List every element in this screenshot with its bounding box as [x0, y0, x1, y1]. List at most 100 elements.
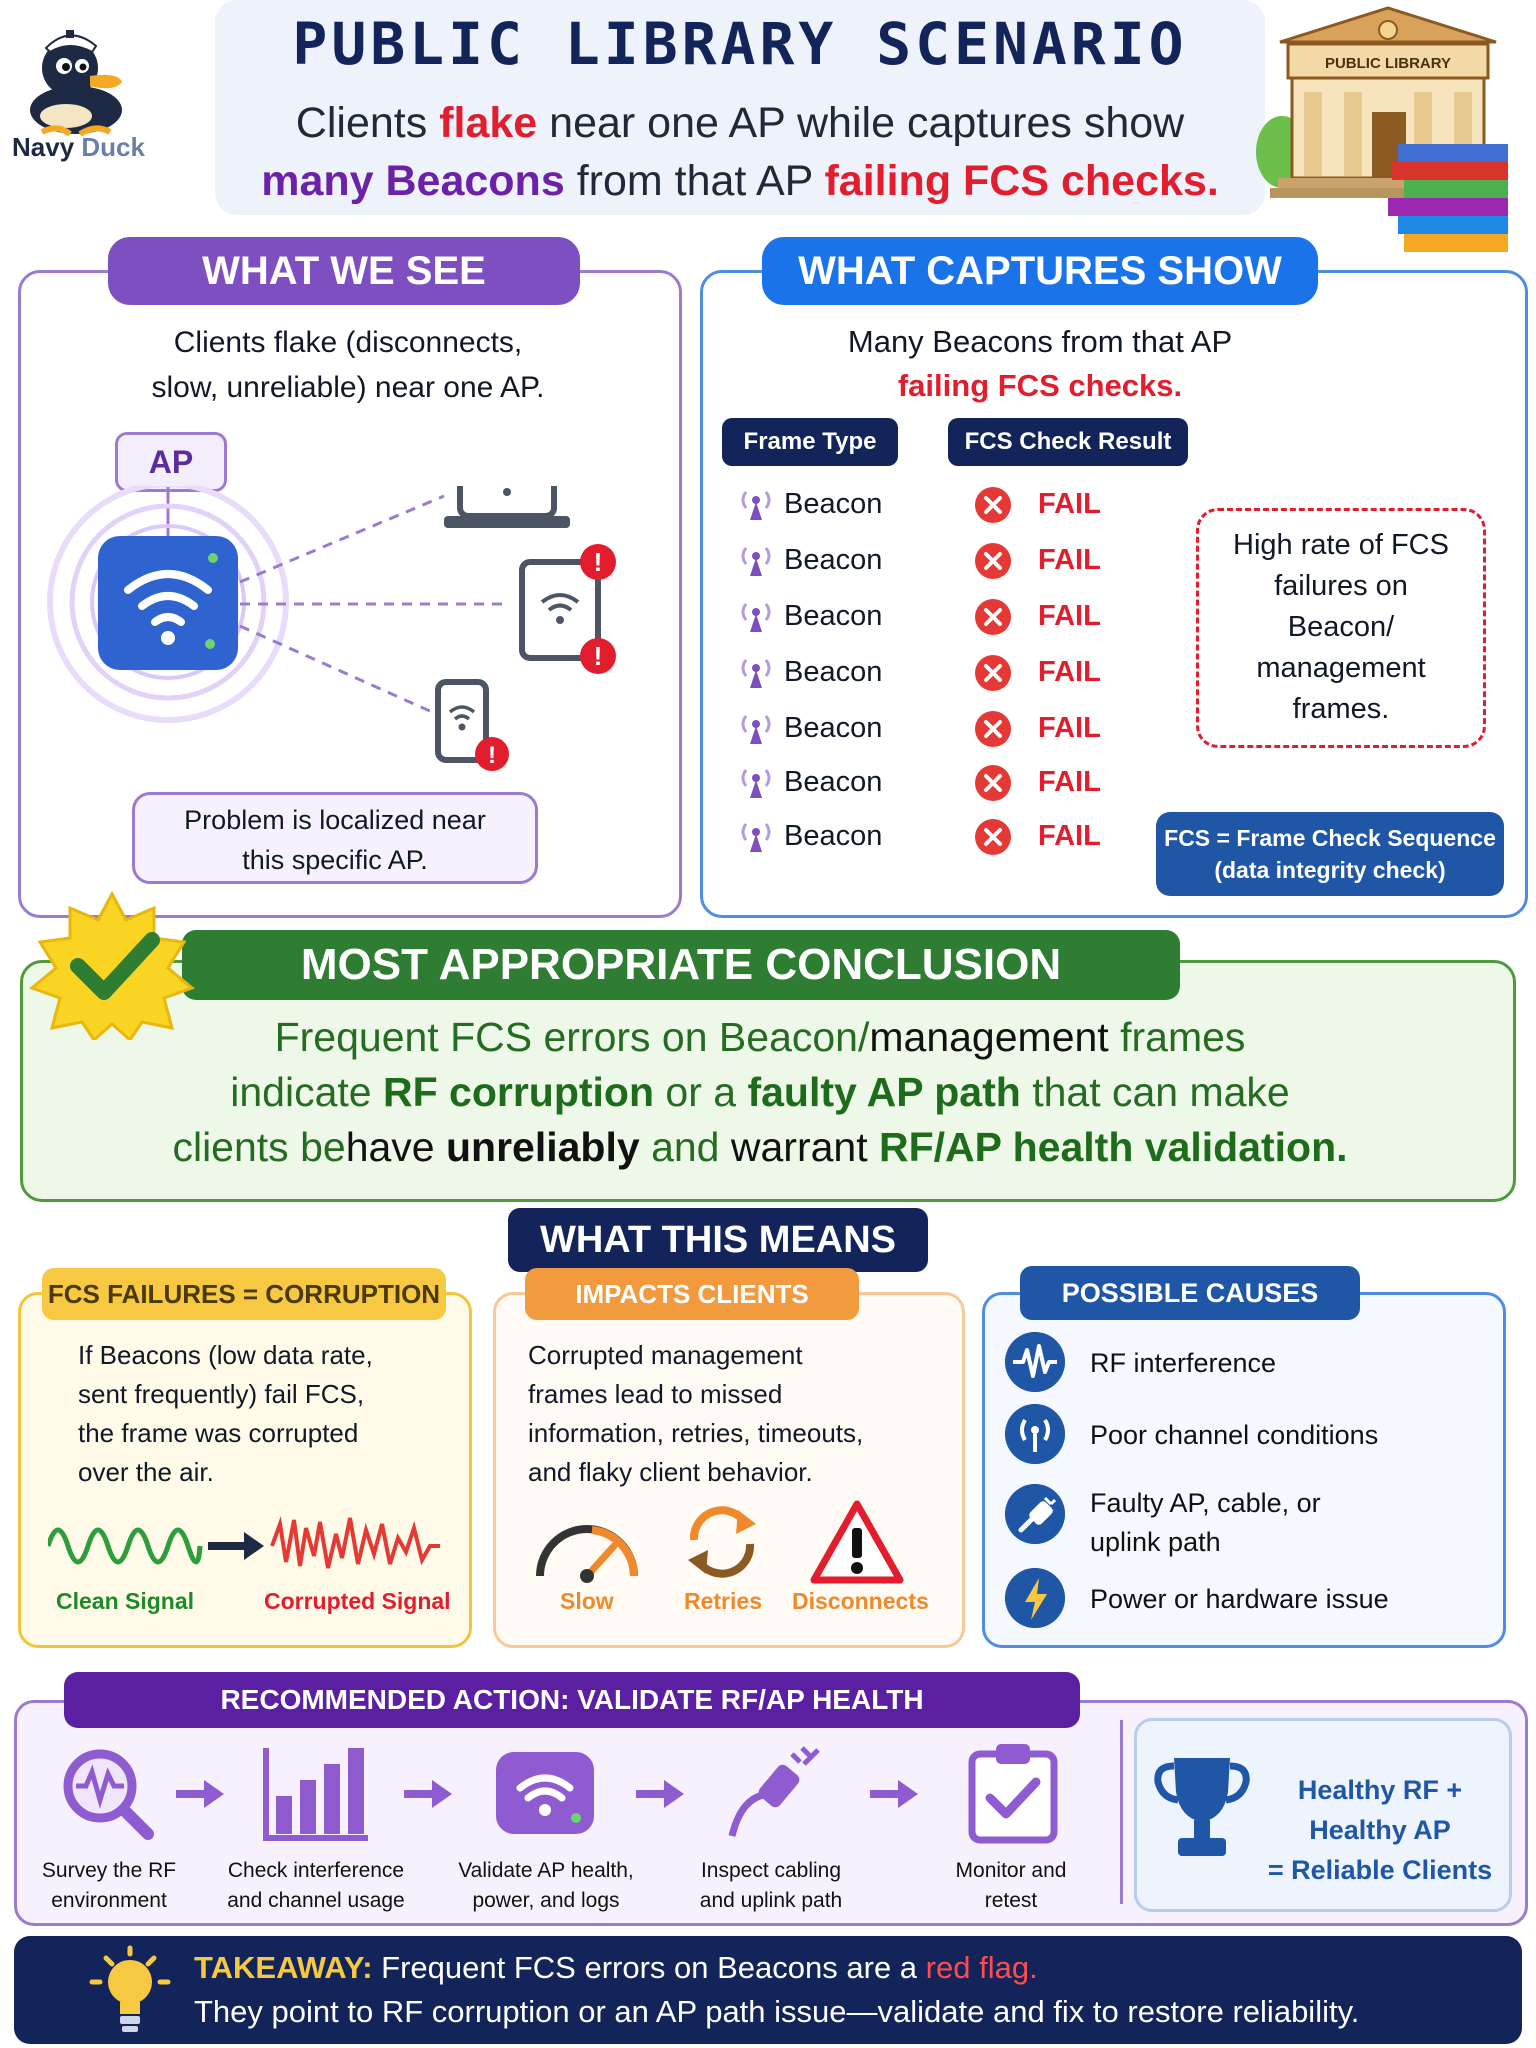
callout-line: frames.	[1292, 693, 1390, 725]
conclusion-text-part: unreliably	[446, 1124, 640, 1170]
table-row: Beacon FAIL	[736, 590, 1166, 642]
library-building-icon: PUBLIC LIBRARY	[1256, 6, 1508, 252]
conclusion-text-part: Frequent FCS errors on Beacon/	[274, 1014, 870, 1060]
tablet-icon	[519, 559, 601, 661]
frame-type: Beacon	[784, 656, 883, 688]
ap-label: AP	[115, 432, 227, 492]
step-line: retest	[984, 1889, 1038, 1912]
x-circle-icon	[975, 711, 1011, 747]
page-title: PUBLIC LIBRARY SCENARIO	[292, 10, 1188, 78]
x-circle-icon	[975, 655, 1011, 691]
step-line: and channel usage	[227, 1889, 405, 1912]
trophy-icon	[1154, 1758, 1250, 1856]
card-text-line: If Beacons (low data rate,	[78, 1340, 373, 1370]
fcs-result: FAIL	[1038, 766, 1101, 798]
conclusion-text-part: frames	[1108, 1014, 1246, 1060]
what-captures-show-panel	[700, 270, 1528, 918]
corrupted-signal-label: Corrupted Signal	[264, 1588, 451, 1614]
brand-navy: Navy	[12, 132, 75, 162]
brand-duck: Duck	[81, 132, 145, 162]
fcs-failures-text: If Beacons (low data rate, sent frequent…	[78, 1336, 448, 1492]
antenna-icon	[741, 659, 771, 688]
step-check-interference: Check interference and channel usage	[214, 1856, 418, 1916]
fcs-failures-tag: FCS FAILURES = CORRUPTION	[42, 1268, 446, 1320]
magnifier-icon	[63, 1749, 154, 1840]
takeaway-key: TAKEAWAY:	[194, 1950, 373, 1985]
takeaway-text: Frequent FCS errors on Beacons are a	[372, 1950, 926, 1985]
signal-comparison-icon	[48, 1516, 440, 1569]
cable-icon	[728, 1746, 820, 1837]
disconnects-label: Disconnects	[792, 1588, 929, 1614]
antenna-icon	[741, 823, 771, 852]
slow-label: Slow	[560, 1588, 614, 1614]
frame-type: Beacon	[784, 544, 883, 576]
warning-triangle-icon	[810, 1500, 904, 1584]
see-desc-line: slow, unreliable) near one AP.	[151, 371, 545, 404]
gauge-icon	[536, 1525, 638, 1583]
step-line: and uplink path	[699, 1889, 843, 1912]
fcs-result: FAIL	[1038, 712, 1101, 744]
what-we-see-description: Clients flake (disconnects, slow, unreli…	[48, 320, 648, 410]
conclusion-text-part: warrant	[730, 1124, 868, 1170]
divider	[1120, 1720, 1123, 1904]
clipboard-check-icon	[968, 1744, 1058, 1844]
antenna-icon	[741, 547, 771, 576]
cause-line: Faulty AP, cable, or	[1090, 1488, 1321, 1518]
phone-icon	[435, 679, 489, 763]
takeaway-panel	[14, 1936, 1522, 2044]
wifi-router-icon	[98, 536, 238, 670]
check-badge-icon	[29, 890, 195, 1040]
subtitle-fcs: failing FCS checks.	[824, 157, 1219, 205]
fcs-definition-line: (data integrity check)	[1214, 857, 1446, 883]
what-we-see-heading: WHAT WE SEE	[108, 237, 580, 305]
step-line: Check interference	[227, 1859, 405, 1882]
callout-line: management	[1256, 652, 1426, 684]
conclusion-text-part: and	[639, 1124, 731, 1170]
conclusion-text-rf: RF corruption	[382, 1069, 654, 1115]
antenna-icon	[741, 715, 771, 744]
table-row: Beacon FAIL	[736, 810, 1166, 862]
table-row: Beacon FAIL	[736, 702, 1166, 754]
arrow-right-icon	[636, 1780, 684, 1808]
localized-note-line: this specific AP.	[242, 845, 428, 875]
antenna-icon	[741, 603, 771, 632]
frame-type: Beacon	[784, 766, 883, 798]
what-captures-show-heading: WHAT CAPTURES SHOW	[762, 237, 1318, 305]
antenna-signal-icon	[1005, 1404, 1065, 1464]
clean-signal-label: Clean Signal	[56, 1588, 195, 1614]
cause-power-hardware: Power or hardware issue	[1090, 1584, 1389, 1614]
conclusion-text-part: management	[869, 1014, 1109, 1060]
card-text-line: information, retries, timeouts,	[528, 1418, 864, 1448]
arrow-right-icon	[404, 1780, 452, 1808]
refresh-icon	[688, 1506, 756, 1578]
callout-line: High rate of FCS	[1233, 529, 1449, 561]
table-row: Beacon FAIL	[736, 646, 1166, 698]
takeaway-line-2: They point to RF corruption or an AP pat…	[194, 1994, 1360, 2029]
x-circle-icon	[975, 819, 1011, 855]
conclusion-text-part: have	[345, 1124, 446, 1170]
duck-mascot-icon	[30, 30, 122, 137]
table-row: Beacon FAIL	[736, 534, 1166, 586]
fcs-definition-line: FCS = Frame Check Sequence	[1164, 825, 1496, 851]
bar-chart-icon	[263, 1748, 368, 1841]
ap-clients-diagram: ! ! ! !	[47, 486, 616, 771]
fcs-definition: FCS = Frame Check Sequence (data integri…	[1156, 812, 1504, 896]
arrow-right-icon	[870, 1780, 918, 1808]
fcs-result: FAIL	[1038, 820, 1101, 852]
conclusion-text-part: that can make	[1020, 1069, 1290, 1115]
cause-line: uplink path	[1090, 1527, 1221, 1557]
impacts-clients-tag: IMPACTS CLIENTS	[525, 1268, 859, 1320]
page-subtitle: Clients flake near one AP while captures…	[215, 94, 1265, 210]
step-validate-ap: Validate AP health,power, and logs	[440, 1856, 652, 1916]
step-line: Validate AP health,	[458, 1859, 634, 1882]
fcs-result: FAIL	[1038, 544, 1101, 576]
antenna-icon	[741, 491, 771, 520]
svg-text:!: !	[594, 641, 603, 671]
fcs-result: FAIL	[1038, 656, 1101, 688]
fcs-result: FAIL	[1038, 488, 1101, 520]
card-text-line: and flaky client behavior.	[528, 1457, 813, 1487]
cause-faulty-ap: Faulty AP, cable, or uplink path	[1090, 1484, 1321, 1562]
cause-rf-interference: RF interference	[1090, 1348, 1277, 1378]
